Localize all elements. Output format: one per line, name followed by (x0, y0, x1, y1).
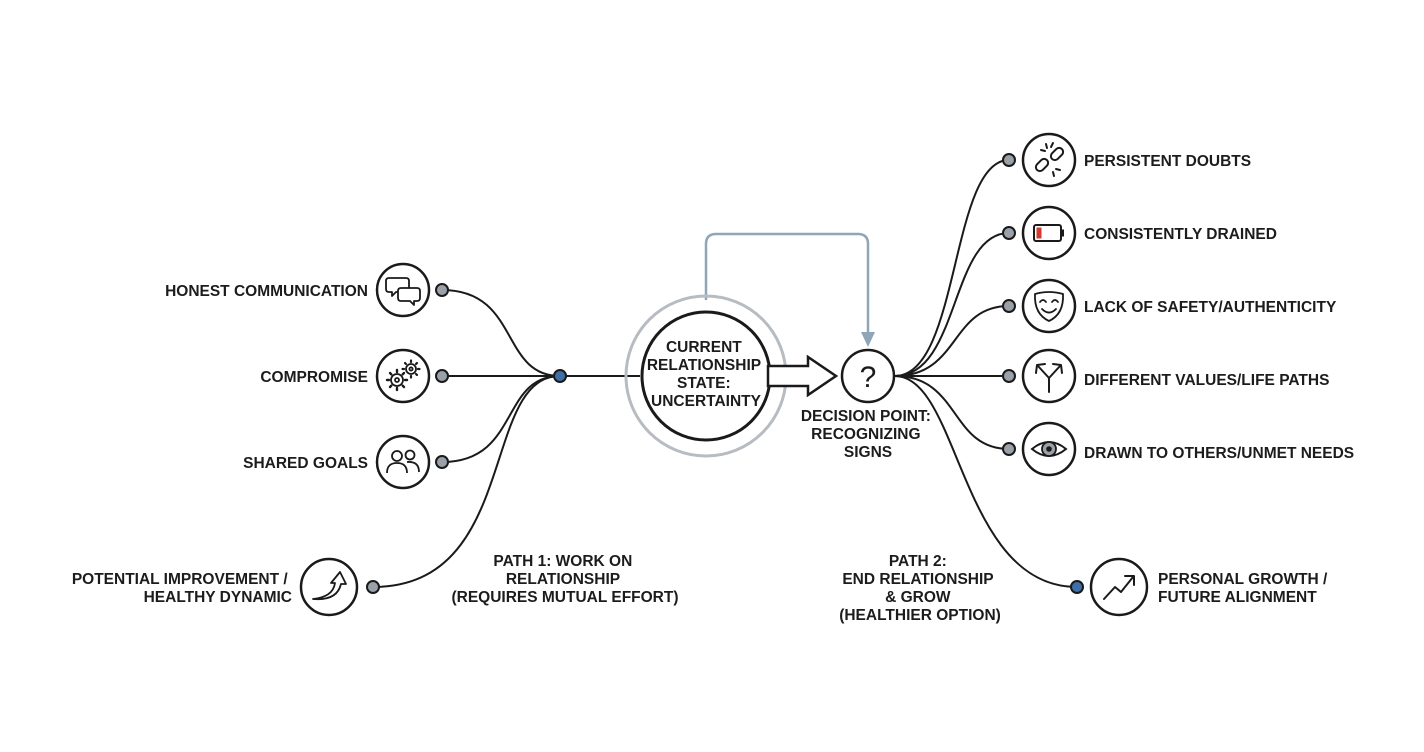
sign-label-consistently-drained: CONSISTENTLY DRAINED (1084, 226, 1277, 243)
speech-bubbles-icon (375, 262, 431, 318)
decision-point-label: DECISION POINT: RECOGNIZING SIGNS (801, 408, 935, 461)
feedback-loop-arrow (704, 232, 875, 347)
battery-level (1036, 227, 1042, 239)
node-honest-communication (435, 283, 449, 297)
path2-title-line-1: PATH 2: (889, 553, 947, 570)
decision-line-1: DECISION POINT: (801, 408, 931, 425)
path1-title: PATH 1: WORK ON RELATIONSHIP (REQUIRES M… (451, 553, 678, 606)
outcome-label-personal-growth: PERSONAL GROWTH / FUTURE ALIGNMENT (1158, 571, 1332, 606)
connector-shared-goals (441, 375, 561, 463)
upward-curve-arrow-icon (299, 557, 359, 617)
path1-title-line-1: PATH 1: WORK ON (493, 553, 632, 570)
path2-title: PATH 2: END RELATIONSHIP & GROW (HEALTHI… (839, 553, 1001, 624)
center-line-3: STATE: (677, 375, 731, 392)
path2-title-line-3: & GROW (885, 589, 951, 606)
connector-drawn-to-others (894, 375, 1010, 450)
center-text: CURRENT RELATIONSHIP STATE: UNCERTAINTY (647, 339, 765, 410)
node-different-values (1002, 369, 1016, 383)
gears-icon (375, 348, 431, 404)
personal-growth-line-1: PERSONAL GROWTH / (1158, 571, 1328, 588)
decision-line-3: SIGNS (844, 444, 892, 461)
decision-point-node: ? (840, 348, 896, 404)
path2-title-line-4: (HEALTHIER OPTION) (839, 607, 1001, 624)
center-line-2: RELATIONSHIP (647, 357, 761, 374)
node-compromise (435, 369, 449, 383)
connector-potential-improvement (372, 375, 561, 588)
diverging-arrows-icon (1021, 348, 1077, 404)
outcome-label-potential-improvement: POTENTIAL IMPROVEMENT / HEALTHY DYNAMIC (72, 571, 292, 606)
connector-consistently-drained (894, 232, 1010, 377)
sign-label-persistent-doubts: PERSISTENT DOUBTS (1084, 153, 1251, 170)
connector-lack-of-safety (894, 305, 1010, 377)
center-line-4: UNCERTAINTY (651, 393, 762, 410)
question-mark-icon: ? (860, 361, 877, 394)
node-potential-improvement (366, 580, 380, 594)
potential-improvement-line-1: POTENTIAL IMPROVEMENT / (72, 571, 289, 588)
node-shared-goals (435, 455, 449, 469)
path1-title-line-3: (REQUIRES MUTUAL EFFORT) (451, 589, 678, 606)
broken-link-icon (1021, 132, 1077, 188)
path2-title-line-2: END RELATIONSHIP (842, 571, 993, 588)
connector-personal-growth (894, 375, 1078, 588)
center-to-decision-arrow (766, 354, 839, 398)
factor-label-honest-communication: HONEST COMMUNICATION (165, 283, 368, 300)
path1-title-line-2: RELATIONSHIP (506, 571, 620, 588)
people-icon (375, 434, 431, 490)
personal-growth-line-2: FUTURE ALIGNMENT (1158, 589, 1317, 606)
node-lack-of-safety (1002, 299, 1016, 313)
sign-label-drawn-to-others: DRAWN TO OTHERS/UNMET NEEDS (1084, 445, 1354, 462)
center-line-1: CURRENT (666, 339, 742, 356)
node-drawn-to-others (1002, 442, 1016, 456)
hub-node (553, 369, 567, 383)
eye-icon (1021, 421, 1077, 477)
node-persistent-doubts (1002, 153, 1016, 167)
connector-nodes (366, 153, 1084, 594)
connectors (372, 159, 1078, 588)
trend-up-icon (1089, 557, 1149, 617)
connector-persistent-doubts (894, 159, 1010, 377)
decision-line-2: RECOGNIZING (811, 426, 920, 443)
sign-label-lack-of-safety: LACK OF SAFETY/AUTHENTICITY (1084, 299, 1337, 316)
node-consistently-drained (1002, 226, 1016, 240)
factor-label-shared-goals: SHARED GOALS (243, 455, 368, 472)
low-battery-icon (1021, 205, 1077, 261)
factor-label-compromise: COMPROMISE (260, 369, 368, 386)
potential-improvement-line-2: HEALTHY DYNAMIC (144, 589, 292, 606)
mask-icon (1021, 278, 1077, 334)
node-personal-growth (1070, 580, 1084, 594)
connector-honest-communication (441, 289, 561, 377)
sign-label-different-values: DIFFERENT VALUES/LIFE PATHS (1084, 372, 1329, 389)
